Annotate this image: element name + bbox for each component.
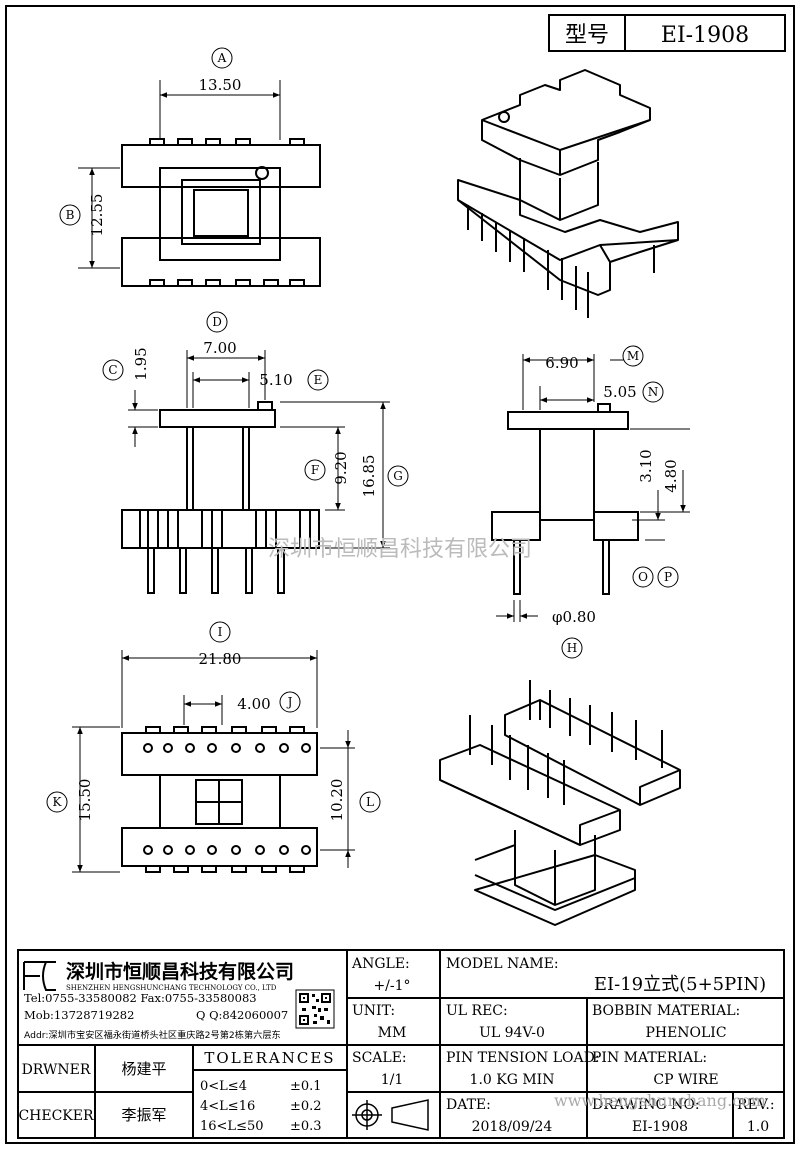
circle-label-c: C: [108, 363, 117, 377]
rev-label: REV.:: [737, 1097, 775, 1113]
qr-code: [295, 989, 335, 1029]
company-tel: Tel:0755-33580082 Fax:0755-33580083: [24, 991, 257, 1005]
pin-material-label: PIN MATERIAL:: [592, 1050, 707, 1066]
front-view-dims: [102, 311, 409, 549]
bottom-view: [121, 726, 318, 873]
dim-f-value: 9.20: [332, 451, 350, 484]
dim-d-value: 7.00: [203, 339, 236, 357]
watermark-bottom: www.hengshunchang.com: [554, 1091, 766, 1110]
angle-value: +/-1°: [373, 978, 410, 994]
circle-label-e: E: [314, 373, 323, 387]
circle-label-i: I: [218, 625, 223, 639]
isometric-view-bottom: [439, 680, 681, 926]
company-name-en: SHENZHEN HENGSHUNCHANG TECHNOLOGY CO., L…: [66, 984, 277, 992]
dim-j-value: 4.00: [237, 695, 270, 713]
model-name-value: EI-19立式(5+5PIN): [594, 974, 766, 995]
front-view: [121, 401, 320, 594]
company-name-cn: 深圳市恒顺昌科技有限公司: [66, 960, 294, 983]
dim-m-value: 6.90: [545, 354, 578, 372]
drawing-frame: [5, 5, 795, 1144]
pin-tension-label: PIN TENSION LOAD:: [446, 1050, 600, 1066]
dim-k-value: 15.50: [76, 779, 94, 822]
dim-e-value: 5.10: [259, 371, 292, 389]
model-code: EI-1908: [661, 23, 749, 48]
tolerance-range-2: 4<L≤16: [200, 1099, 255, 1114]
watermark-center: 深圳市恒顺昌科技有限公司: [268, 537, 532, 562]
side-view-dims: [496, 345, 690, 622]
dim-o-value: 3.10: [637, 449, 655, 482]
drawer-value: 杨建平: [121, 1060, 166, 1078]
circle-label-n: N: [648, 385, 659, 399]
pin-material-value: CP WIRE: [653, 1072, 718, 1088]
circle-label-k: K: [53, 795, 63, 809]
ul-rec-value: UL 94V-0: [479, 1025, 545, 1041]
dim-b-value: 12.55: [88, 194, 106, 237]
circle-label-p: P: [664, 570, 672, 584]
date-label: DATE:: [446, 1097, 491, 1113]
circle-label-a: A: [217, 51, 227, 65]
dim-n-value: 5.05: [603, 383, 636, 401]
side-view: [491, 403, 639, 595]
tolerance-value-2: ±0.2: [290, 1099, 322, 1114]
circle-label-f: F: [311, 463, 319, 477]
drawing-no-value: EI-1908: [632, 1119, 688, 1135]
checker-value: 李振军: [121, 1106, 166, 1124]
company-logo: [23, 961, 56, 991]
projection-symbol: [352, 1099, 429, 1131]
drawer-label: DRWNER: [22, 1062, 91, 1078]
dim-l-value: 10.20: [328, 779, 346, 822]
isometric-view-top: [457, 69, 679, 318]
dim-a-value: 13.50: [199, 76, 242, 94]
dim-pin-value: φ0.80: [552, 608, 596, 626]
pin-tension-value: 1.0 KG MIN: [470, 1072, 555, 1088]
company-mob: Mob:13728719282: [24, 1008, 134, 1022]
dim-c-value: 1.95: [132, 347, 150, 380]
type-label: 型号: [565, 23, 609, 48]
bobbin-material-value: PHENOLIC: [645, 1025, 726, 1041]
tolerance-range-1: 0<L≤4: [200, 1079, 247, 1094]
checker-label: CHECKER: [18, 1108, 94, 1124]
dim-i-value: 21.80: [199, 650, 242, 668]
circle-label-l: L: [366, 795, 374, 809]
company-qq: Q Q:842060007: [196, 1008, 288, 1022]
top-view: [121, 138, 321, 287]
model-name-label: MODEL NAME:: [446, 956, 559, 972]
company-addr: Addr:深圳市宝安区福永街道桥头社区重庆路2号第2栋第六层东: [24, 1029, 281, 1041]
unit-value: MM: [378, 1025, 407, 1041]
drawing-no-label: DRAWING NO:: [592, 1097, 700, 1113]
scale-value: 1/1: [381, 1072, 404, 1088]
circle-label-j: J: [286, 695, 293, 709]
angle-label: ANGLE:: [351, 956, 410, 972]
tolerance-value-3: ±0.3: [290, 1119, 322, 1134]
tolerances-title: TOLERANCES: [204, 1049, 335, 1067]
bobbin-material-label: BOBBIN MATERIAL:: [592, 1003, 740, 1019]
circle-label-o: O: [638, 570, 648, 584]
tolerance-value-1: ±0.1: [290, 1079, 322, 1094]
scale-label: SCALE:: [352, 1050, 407, 1066]
header-box: 型号 EI-1908: [548, 14, 786, 52]
date-value: 2018/09/24: [472, 1119, 553, 1135]
circle-label-g: G: [393, 469, 403, 483]
circle-label-m: M: [627, 349, 639, 363]
dim-g-value: 16.85: [360, 455, 378, 498]
unit-label: UNIT:: [352, 1003, 395, 1019]
circle-label-d: D: [212, 315, 222, 329]
top-view-dims: [59, 47, 281, 269]
circle-label-h: H: [567, 641, 577, 655]
dim-p-value: 4.80: [662, 459, 680, 492]
rev-value: 1.0: [747, 1119, 769, 1135]
circle-label-b: B: [66, 208, 75, 222]
bottom-view-dims: [46, 621, 583, 873]
tolerance-range-3: 16<L≤50: [200, 1119, 264, 1134]
ul-rec-label: UL REC:: [446, 1003, 508, 1019]
title-block: [17, 949, 785, 1139]
